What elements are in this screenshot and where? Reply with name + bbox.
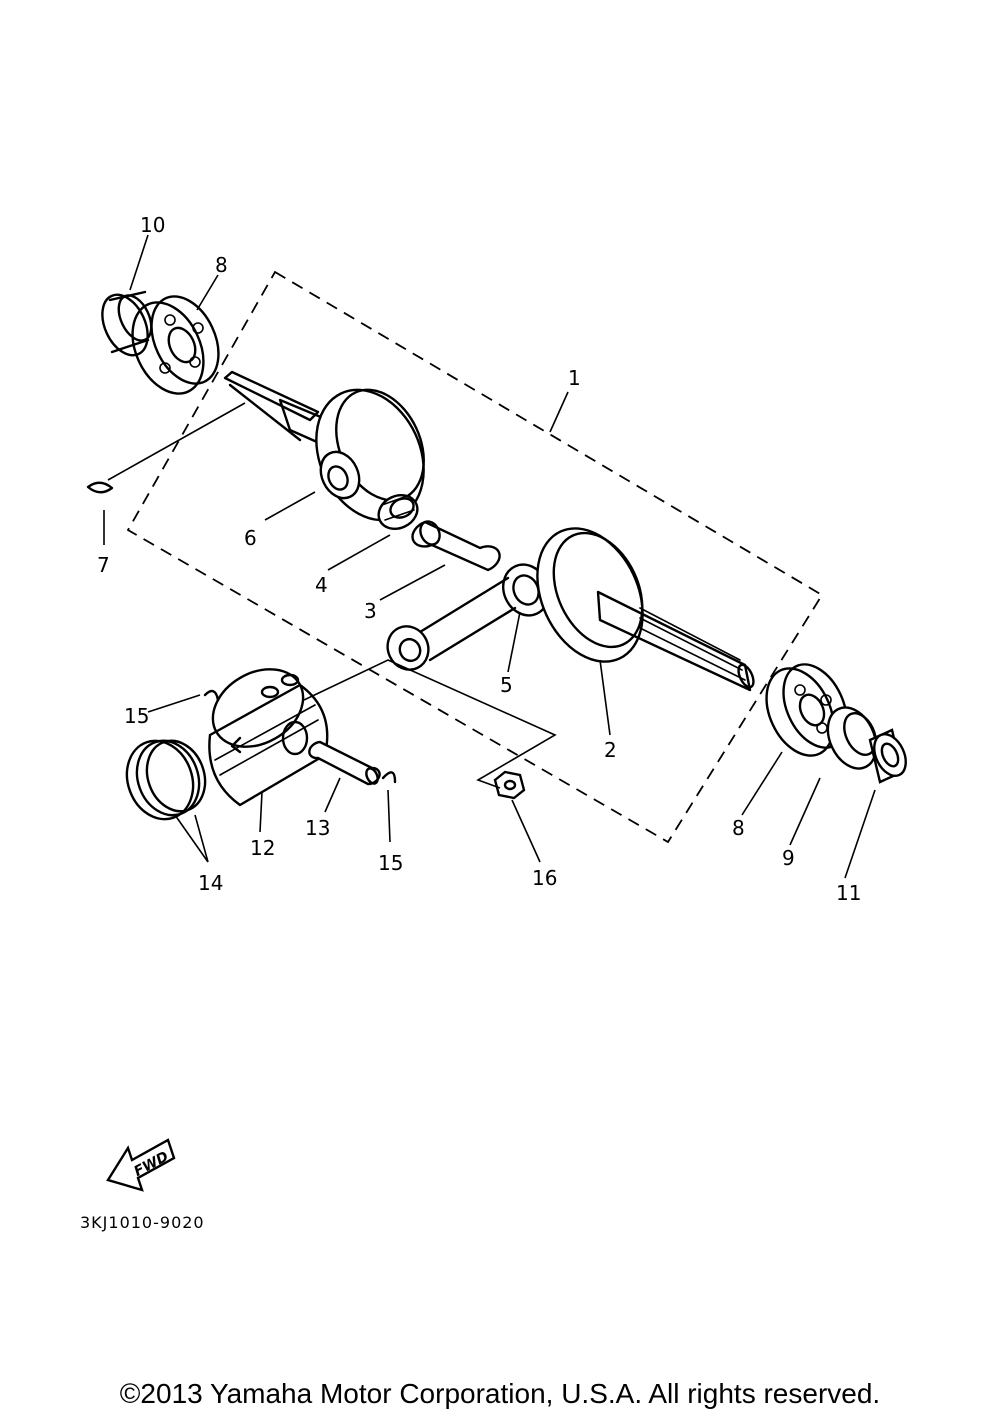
part-4-needle-bearing xyxy=(377,494,419,530)
callout-15-left: 15 xyxy=(124,704,149,728)
callout-10: 10 xyxy=(140,213,165,237)
part-14-piston-rings xyxy=(125,739,207,821)
callout-9: 9 xyxy=(782,846,795,870)
crank-assembly-boundary xyxy=(126,270,824,844)
part-15-circlip-a xyxy=(203,689,220,702)
callout-2: 2 xyxy=(604,738,617,762)
callout-12: 12 xyxy=(250,836,275,860)
diagram-part-code: 3KJ1010-9020 xyxy=(80,1213,205,1232)
callout-7: 7 xyxy=(97,553,110,577)
callout-1: 1 xyxy=(568,366,581,390)
leader-lines xyxy=(103,234,876,879)
part-15-circlip-b xyxy=(381,771,397,784)
callout-15-right: 15 xyxy=(378,851,403,875)
part-2-right-crank xyxy=(536,527,755,692)
callout-8-left: 8 xyxy=(215,253,228,277)
part-9-oil-seal xyxy=(826,706,878,770)
callout-4: 4 xyxy=(315,573,328,597)
callout-13: 13 xyxy=(305,816,330,840)
callout-8-right: 8 xyxy=(732,816,745,840)
callout-5: 5 xyxy=(500,673,513,697)
fwd-arrow-icon: FWD xyxy=(106,1138,176,1192)
part-8-bearing-left xyxy=(131,295,220,395)
callout-3: 3 xyxy=(364,599,377,623)
part-7-woodruff-key xyxy=(86,402,246,494)
callout-6: 6 xyxy=(244,526,257,550)
part-12-piston xyxy=(208,668,329,807)
part-11-collar xyxy=(868,728,907,784)
callout-16: 16 xyxy=(532,866,557,890)
copyright-notice: ©2013 Yamaha Motor Corporation, U.S.A. A… xyxy=(119,1378,881,1409)
part-5-connecting-rod xyxy=(386,563,550,671)
part-13-piston-pin xyxy=(308,740,381,786)
callout-labels: 10 8 1 6 7 4 3 5 2 15 12 13 15 14 16 8 9… xyxy=(97,213,861,905)
callout-14: 14 xyxy=(198,871,223,895)
part-16-nut xyxy=(493,770,526,800)
part-3-crank-pin xyxy=(411,520,501,572)
part-10-oil-seal xyxy=(101,290,153,357)
callout-11: 11 xyxy=(836,881,861,905)
